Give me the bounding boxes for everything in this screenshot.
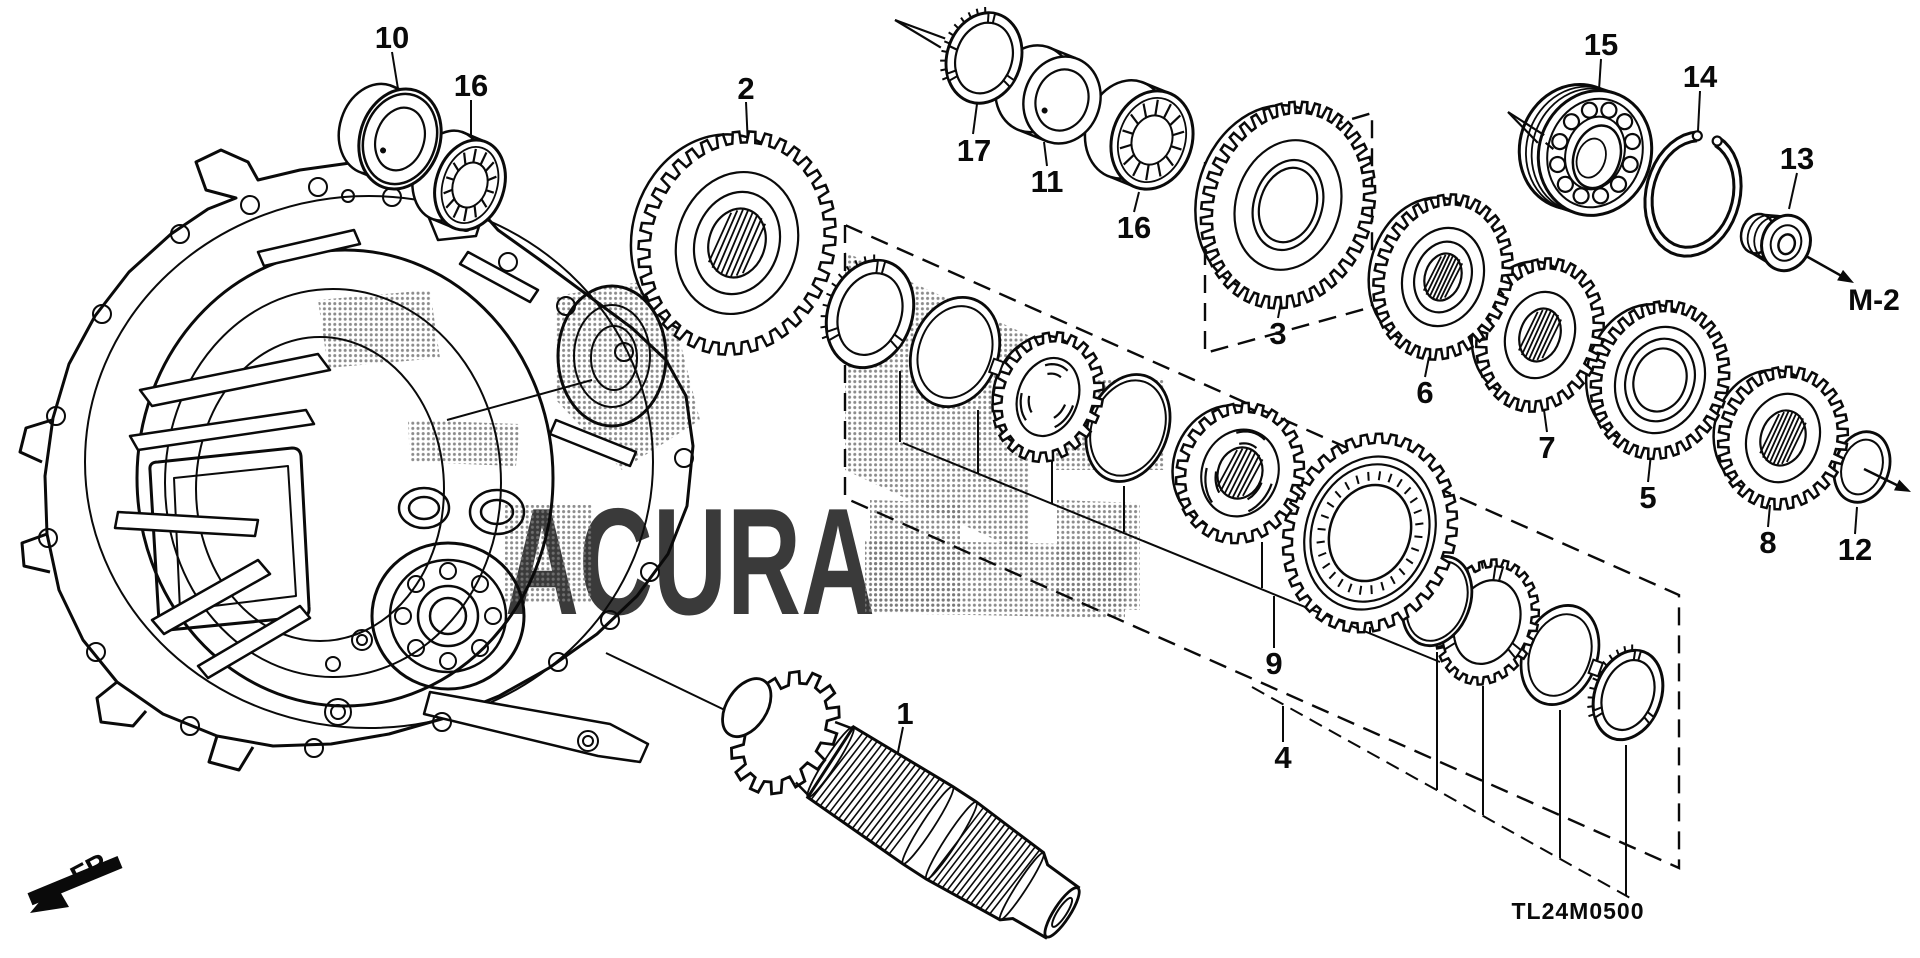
case-flange bbox=[84, 195, 654, 729]
halftone-region bbox=[1057, 500, 1140, 610]
ref-label-m2: M-2 bbox=[1848, 284, 1900, 317]
diagram-code: TL24M0500 bbox=[1511, 898, 1644, 924]
part-label-11: 11 bbox=[1031, 164, 1064, 199]
part-label-16: 16 bbox=[454, 68, 488, 103]
part-label-8: 8 bbox=[1759, 525, 1776, 560]
part-label-17: 17 bbox=[957, 133, 991, 168]
snap-ring-14 bbox=[1643, 130, 1743, 258]
case-gasket-line bbox=[446, 379, 593, 421]
case-window bbox=[148, 446, 311, 632]
part-label-4: 4 bbox=[1274, 740, 1292, 775]
part-label-6: 6 bbox=[1416, 375, 1433, 410]
needle-bearing-16a bbox=[411, 129, 507, 232]
part-label-12: 12 bbox=[1838, 532, 1872, 567]
gear-6 bbox=[1367, 193, 1514, 361]
part-label-9: 9 bbox=[1265, 646, 1282, 681]
countershaft-1 bbox=[721, 669, 1081, 940]
part-label-13: 13 bbox=[1780, 141, 1814, 176]
part-label-2: 2 bbox=[737, 71, 754, 106]
fr-direction-arrow bbox=[30, 883, 69, 913]
toothed-ring bbox=[991, 330, 1105, 464]
case-bosses bbox=[397, 486, 526, 536]
transmission-case bbox=[18, 134, 695, 772]
synchro-ring-17 bbox=[940, 6, 1024, 105]
part-label-1: 1 bbox=[896, 696, 913, 731]
reference-arrow bbox=[1837, 269, 1854, 283]
gear-3 bbox=[1194, 100, 1377, 310]
tabbed-ring-4d bbox=[1587, 644, 1665, 742]
spring-ring bbox=[908, 295, 1005, 409]
gear-8 bbox=[1712, 365, 1850, 511]
reference-arrow bbox=[1893, 479, 1911, 492]
bell-chamber bbox=[195, 336, 445, 642]
part-label-16: 16 bbox=[1117, 210, 1151, 245]
group-box-4 bbox=[843, 223, 1681, 870]
halftone-region bbox=[505, 505, 592, 602]
synchro-sleeve-9 bbox=[1281, 432, 1459, 634]
part-label-3: 3 bbox=[1269, 316, 1286, 351]
main-bearing-hub bbox=[370, 541, 526, 691]
bushing-10 bbox=[337, 82, 443, 191]
halftone-region bbox=[870, 500, 960, 613]
blocker-ring-a bbox=[820, 254, 916, 370]
exploded-parts bbox=[337, 6, 1892, 940]
ball-bearing-15 bbox=[1517, 82, 1654, 217]
part-label-14: 14 bbox=[1683, 59, 1718, 94]
part-label-7: 7 bbox=[1538, 430, 1555, 465]
countershaft-bore bbox=[556, 284, 668, 428]
case-lugs bbox=[18, 418, 255, 772]
group-box-gear3 bbox=[1203, 111, 1374, 355]
part-label-15: 15 bbox=[1584, 27, 1618, 62]
halftone-region bbox=[408, 420, 520, 466]
part-label-5: 5 bbox=[1639, 480, 1656, 515]
needle-bearing-16b bbox=[1083, 79, 1195, 191]
synchro-hub-gear-9 bbox=[1171, 401, 1306, 545]
part-label-10: 10 bbox=[375, 20, 409, 55]
gear-5 bbox=[1584, 299, 1731, 461]
bell-inner bbox=[164, 288, 502, 678]
gear-7 bbox=[1470, 257, 1605, 413]
bell-opening bbox=[135, 248, 555, 708]
shift-collar-13 bbox=[1739, 212, 1812, 273]
gear-2 bbox=[629, 130, 837, 356]
